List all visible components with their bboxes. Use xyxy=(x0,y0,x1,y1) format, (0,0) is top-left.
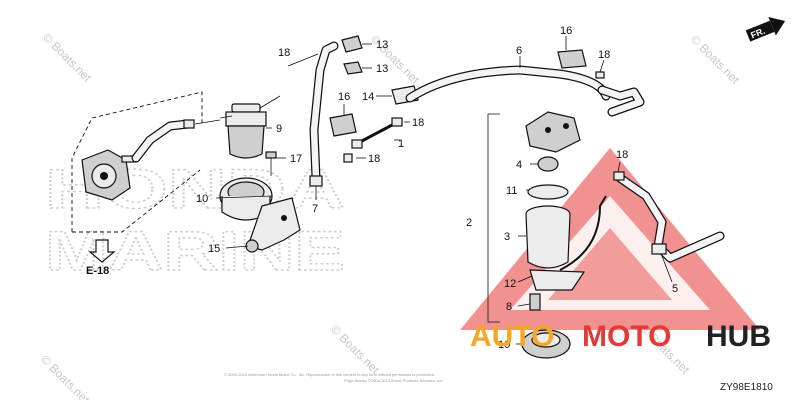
callout-number: 18 xyxy=(616,149,628,161)
watermark: © Boats.net xyxy=(688,32,743,87)
hose-clip xyxy=(613,171,625,181)
callout-number: 18 xyxy=(278,47,290,59)
callout-number: 14 xyxy=(362,91,374,103)
copyright-line: © 2004-2013 American Honda Motor Co., In… xyxy=(224,372,435,377)
callout-number: 16 xyxy=(338,91,350,103)
hose-clip xyxy=(557,49,587,69)
callout-number: 18 xyxy=(412,117,424,129)
callout-number: 5 xyxy=(672,283,678,295)
diagram-code: ZY98E1810 xyxy=(720,382,773,393)
logo-text-hub: HUB xyxy=(706,320,771,353)
leader-line xyxy=(287,53,319,67)
hose-clip-group xyxy=(329,35,419,137)
separator-bowl xyxy=(525,205,571,269)
callout-number: 13 xyxy=(376,39,388,51)
logo-text-auto: AUTO xyxy=(470,320,554,353)
leader-line xyxy=(487,113,500,323)
copyright-line: Page display ©2004-2013 Arinet Products … xyxy=(344,378,443,383)
separator-bracket xyxy=(529,269,586,311)
fuel-pipe xyxy=(343,117,403,163)
fuel-pump xyxy=(81,149,137,201)
leader-line xyxy=(72,169,201,233)
callout-number: 8 xyxy=(506,301,512,313)
callout-number: 1 xyxy=(398,138,404,150)
callout-number: 10 xyxy=(498,339,510,351)
leader-lines xyxy=(215,36,673,345)
hose-clip xyxy=(651,243,667,255)
reference-label: E-18 xyxy=(86,265,109,277)
logo-text-moto: MOTO xyxy=(582,320,671,353)
callout-number: 4 xyxy=(516,159,522,171)
callout-number: 2 xyxy=(466,217,472,229)
callout-number: 10 xyxy=(196,193,208,205)
filter-bracket xyxy=(219,177,273,221)
callout-number: 6 xyxy=(516,45,522,57)
callouts: 1 2 3 4 5 6 7 8 9 10 10 11 12 13 13 14 1… xyxy=(196,25,678,351)
callout-number: 3 xyxy=(504,231,510,243)
callout-number: 15 xyxy=(208,243,220,255)
callout-number: 11 xyxy=(506,185,517,197)
callout-number: 9 xyxy=(276,123,282,135)
hose-clip xyxy=(309,175,323,187)
callout-number: 13 xyxy=(376,63,388,75)
fuel-filter xyxy=(219,95,281,159)
o-ring xyxy=(527,184,569,200)
watermark: © Boats.net xyxy=(328,322,383,377)
bolt xyxy=(265,151,277,176)
logo-wordmark: AUTO MOTO HUB xyxy=(470,320,771,353)
lower-filter-bracket xyxy=(521,329,571,359)
hose-clip xyxy=(595,71,605,79)
callout-number: 18 xyxy=(368,153,380,165)
reference-arrow-icon xyxy=(88,239,116,263)
watermark: © Boats.net xyxy=(40,30,95,85)
leader-line xyxy=(194,119,221,125)
hose-clip xyxy=(183,119,195,129)
callout-number: 18 xyxy=(598,49,610,61)
callout-number: 17 xyxy=(290,153,302,165)
separator-cover xyxy=(525,111,581,153)
leader-line xyxy=(71,91,203,232)
callout-number: 7 xyxy=(312,203,318,215)
watermark: © Boats.net xyxy=(38,352,93,400)
callout-number: 16 xyxy=(560,25,572,37)
front-arrow-icon: FR. xyxy=(745,16,786,42)
float-valve xyxy=(537,156,559,172)
callout-number: 12 xyxy=(504,278,516,290)
